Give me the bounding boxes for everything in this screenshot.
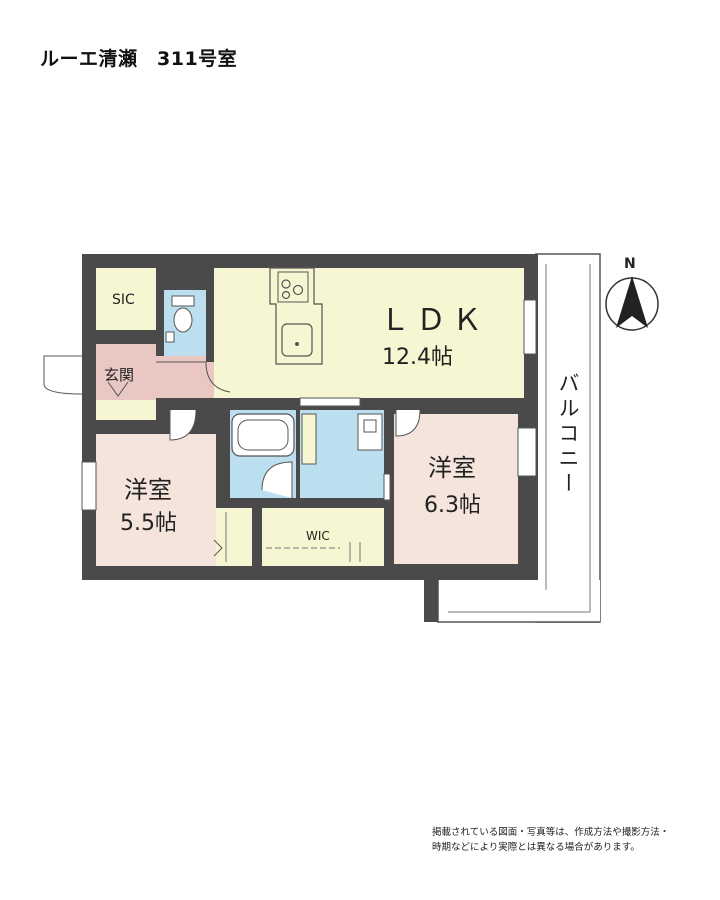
washroom-fixtures — [301, 413, 383, 465]
sic-label: SIC — [112, 292, 135, 308]
disclaimer: 掲載されている図面・写真等は、作成方法や撮影方法・ 時期などにより実際とは異なる… — [432, 825, 712, 855]
bathtub — [231, 413, 295, 457]
entrance-floor — [96, 344, 156, 400]
compass-north-label: N — [624, 256, 636, 272]
hall-floor — [156, 356, 214, 400]
north-arrow-icon — [616, 276, 648, 328]
doors — [43, 355, 421, 557]
east-bedroom-label: 洋室 — [428, 454, 476, 482]
west-bedroom-size: 5.5帖 — [120, 511, 177, 536]
east-bedroom-floor — [394, 414, 518, 564]
ldk-size: 12.4帖 — [382, 345, 453, 370]
sic-floor — [96, 268, 156, 330]
closet-floor — [216, 508, 252, 566]
disclaimer-line-1: 掲載されている図面・写真等は、作成方法や撮影方法・ — [432, 827, 670, 838]
ldk-floor — [214, 268, 524, 398]
ldk-label: ＬＤＫ — [380, 303, 488, 338]
page-title: ルーエ清瀬 311号室 — [40, 48, 238, 70]
disclaimer-line-2: 時期などにより実際とは異なる場合があります。 — [432, 842, 640, 853]
west-bedroom-label: 洋室 — [124, 476, 172, 504]
east-bedroom-size: 6.3帖 — [424, 493, 481, 518]
toilet — [165, 295, 195, 343]
windows — [81, 299, 537, 511]
wic-floor — [262, 508, 384, 566]
west-bedroom-floor — [96, 434, 216, 566]
kitchen-counter — [269, 267, 323, 365]
wic-label: WIC — [306, 529, 330, 543]
wic-shelves — [225, 512, 361, 562]
entrance-label: 玄関 — [104, 366, 134, 384]
north-compass: N — [605, 256, 659, 331]
balcony-label: バルコニー — [556, 372, 580, 497]
entrance-step — [96, 400, 156, 420]
